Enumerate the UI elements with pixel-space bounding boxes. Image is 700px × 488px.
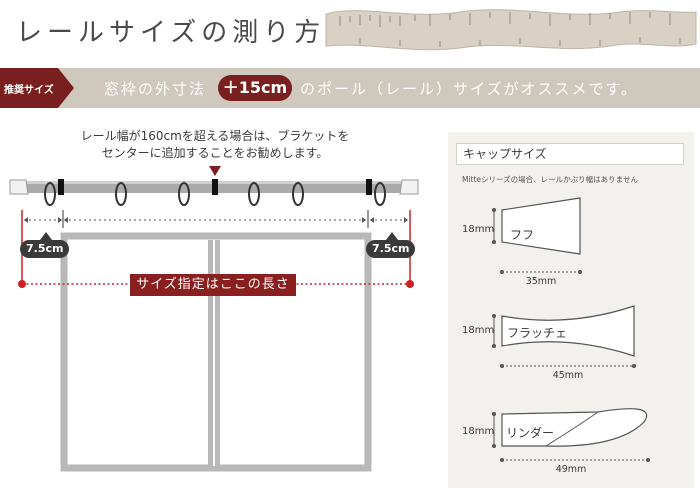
bracket-note-line-1: レール幅が160cmを超える場合は、ブラケットを	[80, 129, 350, 143]
cap-flatche-width: 45mm	[552, 370, 584, 381]
cap-shape-diagrams	[492, 197, 650, 462]
page-title: レールサイズの測り方	[16, 18, 326, 48]
cap-fufu-name: フフ	[510, 228, 535, 242]
cap-linder-name: リンダー	[506, 426, 555, 440]
curtain-rings	[44, 182, 386, 206]
cap-fufu-height: 18mm	[462, 224, 495, 235]
recommendation-tag-arrow	[0, 68, 74, 108]
measuring-tape-illustration	[320, 0, 700, 58]
cap-linder-width: 49mm	[555, 464, 587, 475]
left-offset-badge: 7.5cm	[20, 240, 70, 258]
cap-linder-height: 18mm	[462, 426, 495, 437]
recommendation-tag: 推奨サイズ	[4, 85, 54, 96]
window-frame	[60, 232, 372, 472]
rail-window-diagram	[9, 166, 419, 472]
curtain-rail	[9, 179, 419, 195]
size-specification-label: サイズ指定はここの長さ	[130, 274, 296, 296]
cap-flatche-name: フラッチェ	[507, 326, 568, 340]
cap-fufu-width: 35mm	[525, 276, 557, 287]
banner-lead-text: 窓枠の外寸法	[104, 80, 207, 98]
recommendation-banner	[0, 68, 700, 108]
banner-highlight-pill: ＋15cm	[218, 75, 292, 101]
cap-size-title: キャップサイズ	[456, 143, 684, 165]
bracket-note-line-2: センターに追加することをお勧めします。	[101, 146, 329, 160]
cap-fufu-shape	[492, 197, 582, 274]
bracket-note: レール幅が160cmを超える場合は、ブラケットを センターに追加することをお勧め…	[40, 128, 390, 162]
right-offset-badge: 7.5cm	[366, 240, 416, 258]
cap-linder-shape	[492, 408, 650, 462]
cap-flatche-height: 18mm	[462, 325, 495, 336]
cap-flatche-shape	[492, 305, 636, 368]
banner-trail-text: のポール（レール）サイズがオススメです。	[300, 80, 639, 98]
center-bracket-arrow	[209, 166, 221, 176]
cap-size-note: Mitteシリーズの場合、レールかぶり幅はありません	[462, 175, 638, 184]
